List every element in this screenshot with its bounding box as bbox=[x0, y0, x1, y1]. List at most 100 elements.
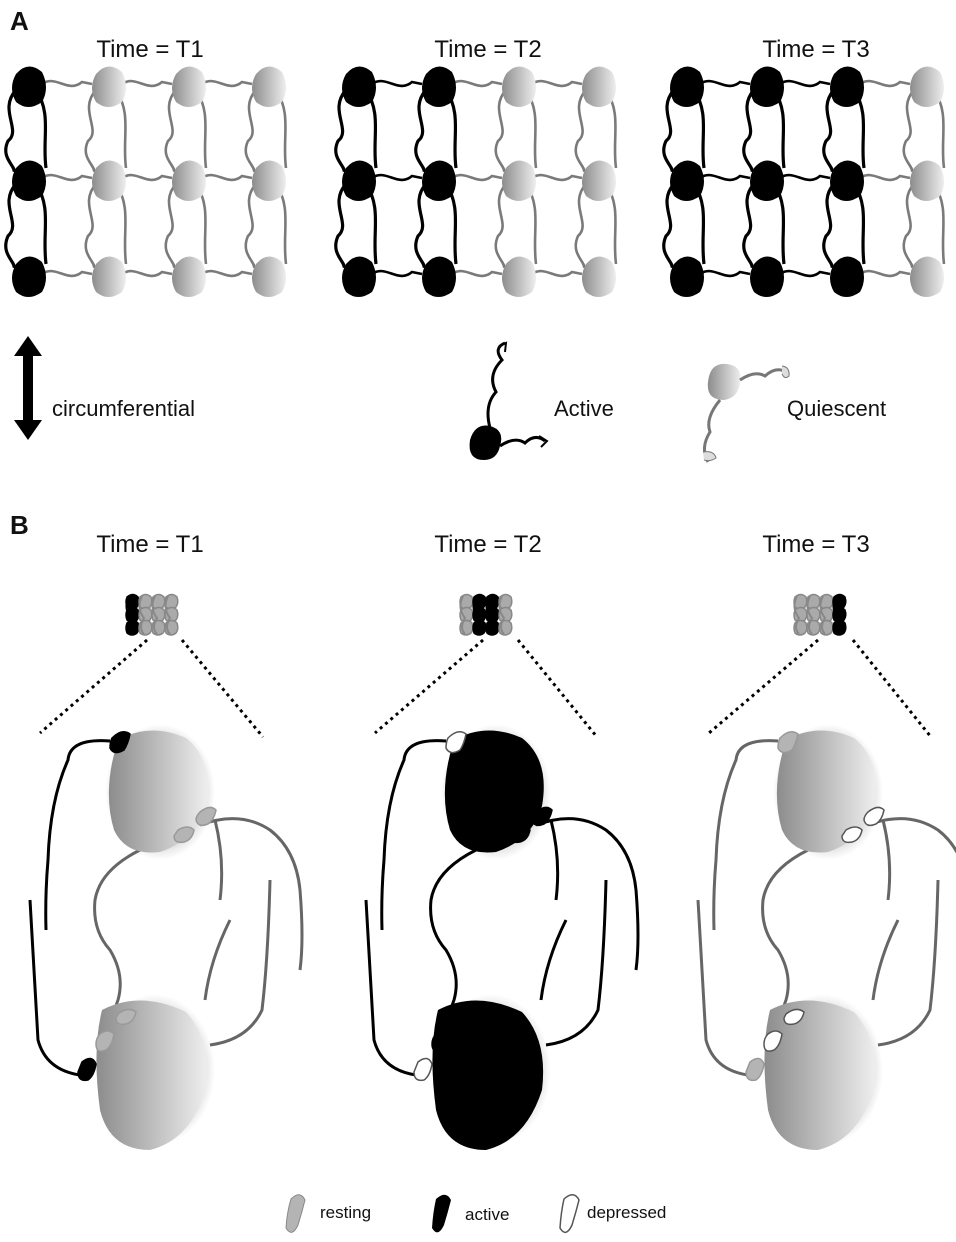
quiescent-cell-icon bbox=[502, 256, 536, 297]
process-line bbox=[382, 741, 446, 930]
process-line bbox=[664, 184, 674, 268]
process-line bbox=[780, 271, 830, 276]
process-line bbox=[336, 90, 346, 172]
depressed-symbol-icon bbox=[560, 1195, 579, 1233]
quiescent-cell-icon bbox=[172, 256, 206, 297]
process-line bbox=[86, 90, 96, 172]
process-line bbox=[551, 820, 558, 900]
process-line bbox=[904, 184, 914, 268]
quiescent-cell-icon bbox=[252, 66, 286, 107]
panel-b-time-label-1: Time = T1 bbox=[50, 531, 250, 559]
process-line bbox=[860, 81, 910, 86]
process-line bbox=[576, 184, 586, 268]
active-cell-icon bbox=[12, 256, 46, 297]
process-line bbox=[664, 90, 674, 172]
mini-network-1 bbox=[126, 595, 178, 636]
process-line bbox=[366, 900, 416, 1075]
quiescent-cell-icon bbox=[502, 66, 536, 107]
enlarged-pair-3 bbox=[698, 724, 956, 1150]
process-line bbox=[46, 741, 110, 930]
process-line bbox=[215, 820, 222, 900]
process-line bbox=[372, 175, 422, 180]
panel-b-time-label-2: Time = T2 bbox=[388, 531, 588, 559]
process-line bbox=[532, 175, 582, 180]
panel-a-network-2 bbox=[336, 66, 616, 297]
active-cell-icon bbox=[830, 256, 864, 297]
active-symbol-icon bbox=[432, 1195, 451, 1233]
process-line bbox=[30, 900, 80, 1075]
legend-resting-label: resting bbox=[320, 1203, 371, 1223]
active-cell-icon bbox=[750, 160, 784, 201]
process-line bbox=[42, 175, 92, 180]
process-line bbox=[860, 271, 910, 276]
bottom-varicosity-icon bbox=[746, 1058, 764, 1080]
process-line bbox=[883, 820, 890, 900]
active-cell-icon bbox=[830, 160, 864, 201]
quiescent-cell-icon bbox=[910, 256, 944, 297]
process-line bbox=[860, 175, 910, 180]
panel-a-grids bbox=[6, 66, 944, 297]
bottom-varicosity-icon bbox=[414, 1058, 432, 1080]
process-line bbox=[576, 90, 586, 172]
process-line bbox=[372, 271, 422, 276]
process-line bbox=[546, 880, 606, 1045]
process-line bbox=[878, 880, 938, 1045]
process-line bbox=[6, 90, 16, 172]
process-line bbox=[42, 81, 92, 86]
quiescent-cell-icon bbox=[252, 160, 286, 201]
process-line bbox=[122, 175, 172, 180]
quiescent-cell-icon bbox=[502, 160, 536, 201]
panel-b-time-label-3: Time = T3 bbox=[716, 531, 916, 559]
process-line bbox=[246, 90, 256, 172]
process-line bbox=[416, 90, 426, 172]
process-line bbox=[700, 271, 750, 276]
process-line bbox=[873, 920, 898, 1000]
active-cell-icon bbox=[12, 160, 46, 201]
active-cell-icon bbox=[670, 160, 704, 201]
process-line bbox=[868, 819, 956, 970]
process-line bbox=[744, 184, 754, 268]
process-line bbox=[166, 184, 176, 268]
quiescent-cell-icon bbox=[582, 160, 616, 201]
active-cell-icon bbox=[422, 66, 456, 107]
active-cell-icon bbox=[670, 66, 704, 107]
process-line bbox=[700, 175, 750, 180]
bottom-varicosity-icon bbox=[78, 1058, 96, 1080]
legend-active-label: Active bbox=[554, 396, 614, 422]
legend-quiescent-label: Quiescent bbox=[787, 396, 886, 422]
process-line bbox=[210, 880, 270, 1045]
process-line bbox=[86, 184, 96, 268]
quiescent-cell-icon bbox=[92, 160, 126, 201]
legend-circumferential-label: circumferential bbox=[52, 396, 195, 422]
process-line bbox=[700, 81, 750, 86]
process-line bbox=[496, 184, 506, 268]
active-cell-icon bbox=[422, 256, 456, 297]
process-line bbox=[496, 90, 506, 172]
process-line bbox=[824, 184, 834, 268]
process-line bbox=[42, 271, 92, 276]
active-cell-icon bbox=[342, 256, 376, 297]
process-line bbox=[202, 175, 252, 180]
process-line bbox=[452, 175, 502, 180]
quiescent-cell-icon bbox=[92, 256, 126, 297]
process-line bbox=[744, 90, 754, 172]
mini-network-3 bbox=[794, 595, 846, 636]
legend-active-small-label: active bbox=[465, 1205, 509, 1225]
quiescent-cell-icon bbox=[582, 66, 616, 107]
legend-active-cell-icon bbox=[470, 343, 547, 460]
quiescent-cell-icon bbox=[910, 160, 944, 201]
process-line bbox=[541, 920, 566, 1000]
process-line bbox=[122, 271, 172, 276]
enlarged-pair-2 bbox=[366, 724, 638, 1150]
process-line bbox=[246, 184, 256, 268]
process-line bbox=[205, 920, 230, 1000]
process-line bbox=[200, 819, 302, 970]
process-line bbox=[780, 175, 830, 180]
resting-symbol-icon bbox=[286, 1195, 305, 1233]
process-line bbox=[372, 81, 422, 86]
process-line bbox=[6, 184, 16, 268]
quiescent-cell-icon bbox=[252, 256, 286, 297]
panel-b-letter: B bbox=[10, 510, 29, 541]
